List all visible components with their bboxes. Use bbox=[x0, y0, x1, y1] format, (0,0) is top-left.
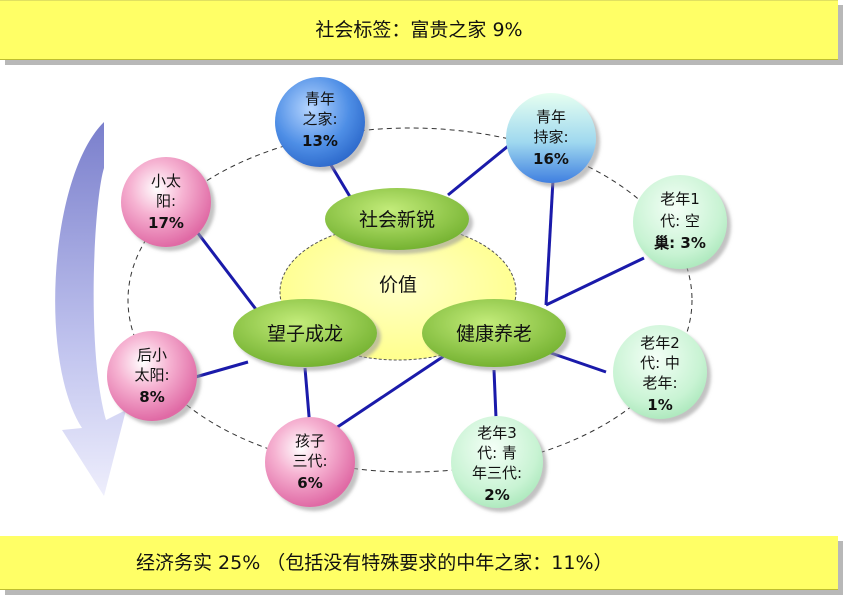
cycle-arrow bbox=[55, 122, 126, 496]
node-post-little-sun-line1: 后小 bbox=[137, 346, 167, 364]
node-young-keeper-line2: 持家: bbox=[533, 128, 568, 146]
hub-hope-label: 望子成龙 bbox=[267, 323, 343, 345]
top-banner-text: 社会标签：富贵之家 9% bbox=[315, 19, 523, 41]
bottom-banner: 经济务实 25% （包括没有特殊要求的中年之家：11%） bbox=[0, 536, 838, 590]
node-post-little-sun-pct: 8% bbox=[139, 388, 164, 406]
node-elder2-line1: 老年2 bbox=[640, 334, 680, 352]
node-elder2-pct: 1% bbox=[647, 396, 672, 414]
node-post-little-sun: 后小 太阳: 8% bbox=[107, 331, 197, 421]
node-young-home-line1: 青年 bbox=[305, 90, 335, 108]
node-elder3: 老年3 代: 青 年三代: 2% bbox=[451, 416, 543, 508]
node-elder1-line3: 巢: 3% bbox=[653, 234, 706, 252]
node-elder3-line1: 老年3 bbox=[477, 424, 517, 442]
node-child-three-gen-line1: 孩子 bbox=[295, 432, 325, 450]
node-elder3-line3: 年三代: bbox=[472, 464, 522, 482]
node-young-home: 青年 之家: 13% bbox=[275, 77, 365, 167]
node-elder2-line2: 代: 中 bbox=[640, 354, 680, 372]
top-banner: 社会标签：富贵之家 9% bbox=[0, 0, 838, 60]
hub-hope bbox=[233, 299, 377, 367]
hub-health bbox=[422, 299, 566, 367]
node-young-keeper-line1: 青年 bbox=[536, 108, 566, 126]
node-young-keeper: 青年 持家: 16% bbox=[506, 93, 596, 183]
node-child-three-gen-line2: 三代: bbox=[292, 452, 327, 470]
node-child-three-gen: 孩子 三代: 6% bbox=[265, 417, 355, 507]
core-label: 价值 bbox=[379, 274, 417, 296]
node-little-sun-pct: 17% bbox=[148, 214, 184, 232]
node-young-home-pct: 13% bbox=[302, 132, 338, 150]
node-elder1-line1: 老年1 bbox=[660, 190, 700, 208]
node-elder1-line2: 代: 空 bbox=[660, 212, 700, 230]
hub-social-label: 社会新锐 bbox=[359, 209, 435, 231]
node-little-sun-line1: 小太 bbox=[151, 172, 181, 190]
node-elder1: 老年1 代: 空 巢: 3% bbox=[633, 175, 727, 269]
hub-social bbox=[325, 188, 469, 250]
bottom-banner-text: 经济务实 25% （包括没有特殊要求的中年之家：11%） bbox=[136, 552, 613, 574]
node-little-sun-line2: 阳: bbox=[156, 192, 176, 210]
node-elder3-pct: 2% bbox=[484, 486, 509, 504]
node-little-sun: 小太 阳: 17% bbox=[121, 157, 211, 247]
node-young-home-line2: 之家: bbox=[302, 110, 337, 128]
node-post-little-sun-line2: 太阳: bbox=[134, 366, 169, 384]
node-elder3-line2: 代: 青 bbox=[477, 444, 517, 462]
outer-orbit bbox=[127, 127, 693, 473]
node-young-keeper-pct: 16% bbox=[533, 150, 569, 168]
node-child-three-gen-pct: 6% bbox=[297, 474, 322, 492]
hub-health-label: 健康养老 bbox=[456, 323, 532, 345]
node-elder2: 老年2 代: 中 老年: 1% bbox=[613, 325, 707, 419]
node-elder2-line3: 老年: bbox=[642, 374, 677, 392]
